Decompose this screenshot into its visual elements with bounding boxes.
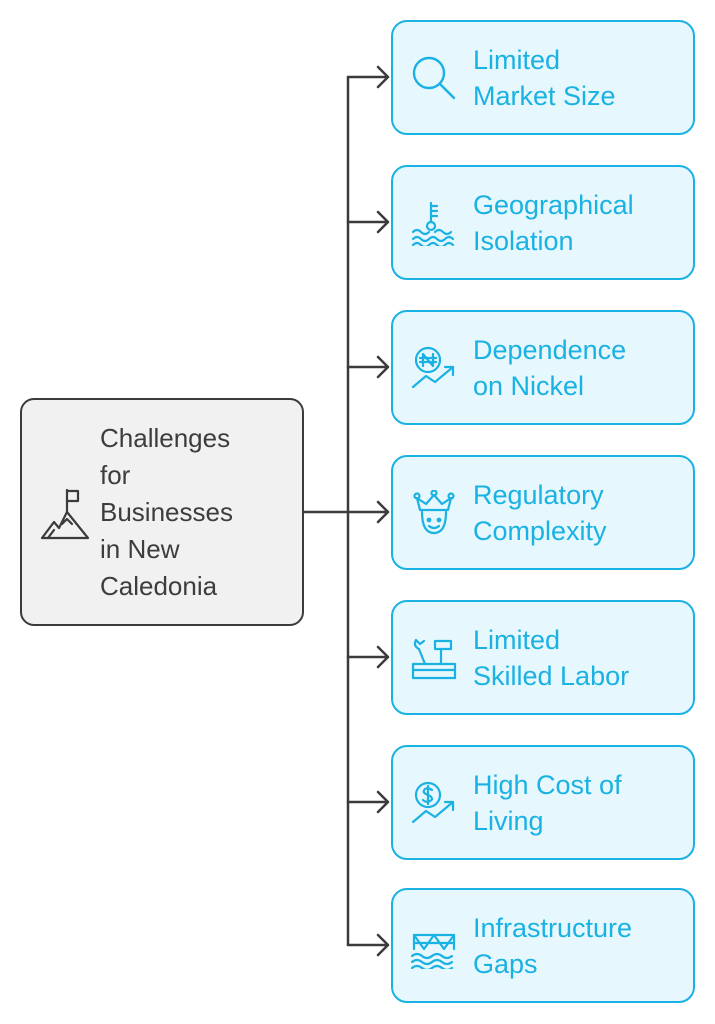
dollar-coin-trend-icon [411, 781, 455, 824]
item-label: High Cost of Living [473, 770, 622, 836]
item-label: Limited Skilled Labor [473, 625, 630, 691]
connector-branch-2 [346, 210, 390, 234]
connector-branch-1 [346, 65, 390, 89]
item-high-cost-of-living: High Cost of Living [391, 745, 695, 860]
item-regulatory-complexity: Regulatory Complexity [391, 455, 695, 570]
crowned-face-icon [413, 490, 455, 535]
connector-branch-3 [346, 355, 390, 379]
mountain-flag-icon [40, 488, 90, 540]
item-label: Dependence on Nickel [473, 335, 627, 401]
connector-branch-5 [346, 645, 390, 669]
item-dependence-on-nickel: Dependence on Nickel [391, 310, 695, 425]
connector-branch-7 [346, 933, 390, 957]
toolbox-icon [411, 638, 457, 680]
item-label: Infrastructure Gaps [473, 913, 633, 979]
naira-coin-trend-icon [411, 346, 455, 389]
item-limited-skilled-labor: Limited Skilled Labor [391, 600, 695, 715]
item-label: Regulatory Complexity [473, 480, 607, 546]
thermometer-water-icon [411, 201, 455, 246]
root-node: Challenges for Businesses in New Caledon… [20, 398, 304, 626]
bridge-water-icon [411, 933, 456, 969]
item-geographical-isolation: Geographical Isolation [391, 165, 695, 280]
root-label: Challenges for Businesses in New Caledon… [100, 423, 233, 601]
connector-branch-4 [346, 500, 390, 524]
item-label: Geographical Isolation [473, 190, 634, 256]
connector-trunk [302, 75, 350, 947]
item-infrastructure-gaps: Infrastructure Gaps [391, 888, 695, 1003]
connector-branch-6 [346, 790, 390, 814]
item-limited-market-size: Limited Market Size [391, 20, 695, 135]
item-label: Limited Market Size [473, 45, 616, 111]
magnifier-icon [412, 56, 456, 100]
